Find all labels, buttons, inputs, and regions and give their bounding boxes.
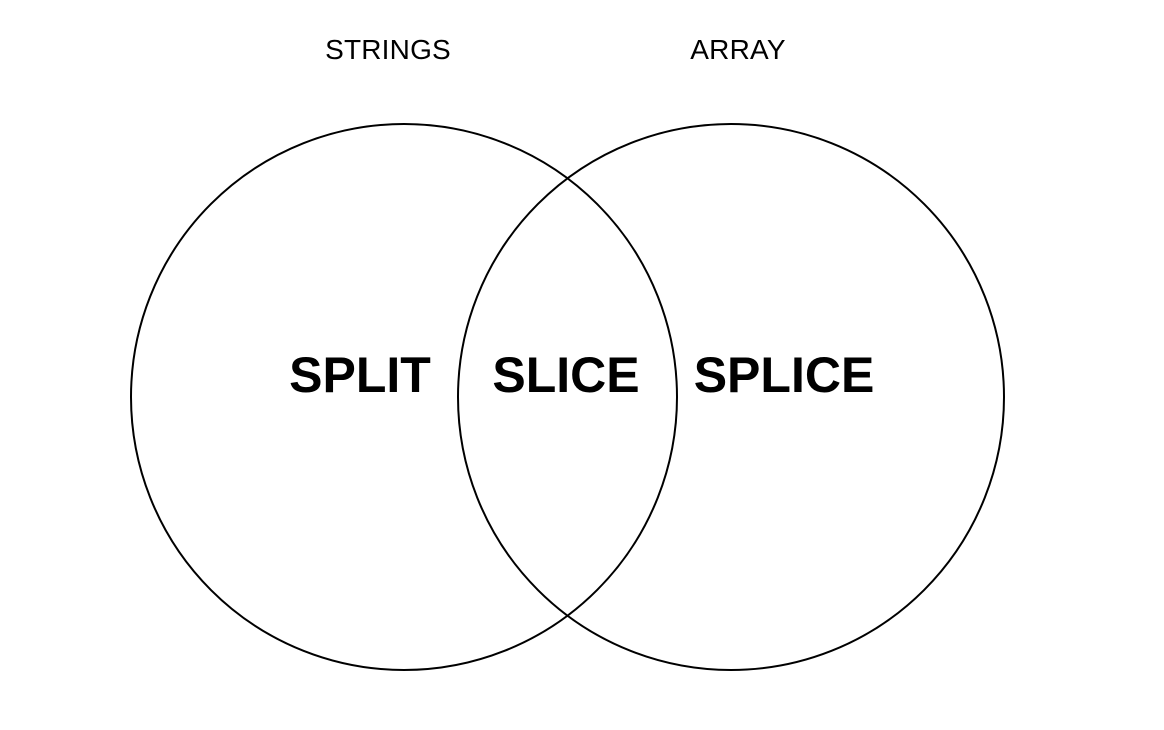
array-set-label: ARRAY	[690, 34, 785, 66]
intersection-region-label: SLICE	[492, 346, 639, 404]
strings-set-label: STRINGS	[325, 34, 451, 66]
strings-only-region-label: SPLIT	[289, 346, 431, 404]
array-only-region-label: SPLICE	[694, 346, 875, 404]
